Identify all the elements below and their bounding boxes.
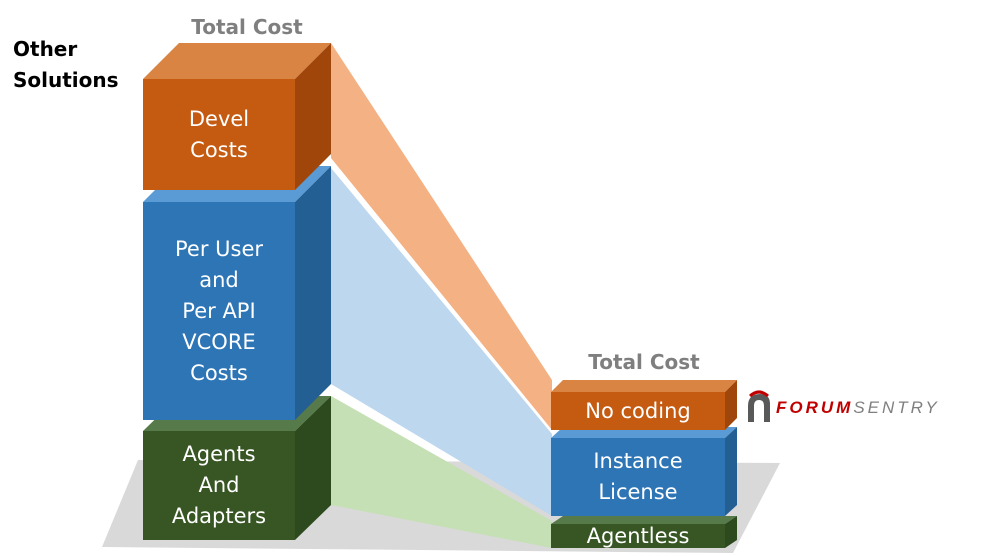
logo-forum-text: FORUM bbox=[776, 398, 854, 417]
devel-block-side bbox=[295, 43, 331, 190]
nocoding-block-side bbox=[725, 380, 737, 430]
instance-block-side bbox=[725, 427, 737, 516]
ribbon-devel-costs bbox=[331, 43, 552, 430]
license-block-front bbox=[143, 202, 295, 420]
nocoding-block-top bbox=[551, 380, 737, 392]
license-block-side bbox=[295, 166, 331, 420]
forum-sentry-logo: FORUMSENTRY bbox=[776, 398, 940, 418]
agents-adapters-label: Agents And Adapters bbox=[171, 442, 267, 528]
agentless-label: Agentless bbox=[586, 523, 690, 548]
agents-block-front bbox=[143, 431, 295, 540]
devel-block-front bbox=[143, 79, 295, 190]
left-total-cost-title: Total Cost bbox=[191, 15, 303, 39]
instance-block-front bbox=[551, 438, 725, 516]
nocoding-block-front bbox=[551, 392, 725, 430]
agents-block-side bbox=[295, 396, 331, 540]
ribbon-license-costs bbox=[331, 168, 552, 516]
agentless-block-front bbox=[551, 524, 725, 548]
other-solutions-title: Other Solutions bbox=[13, 37, 119, 92]
devel-costs-label: Devel Costs bbox=[188, 106, 250, 162]
logo-sentry-text: SENTRY bbox=[853, 398, 940, 417]
right-total-cost-title: Total Cost bbox=[588, 350, 700, 374]
no-coding-label: No coding bbox=[585, 398, 691, 423]
agentless-block-side bbox=[725, 516, 737, 548]
agentless-block-top bbox=[551, 516, 737, 524]
per-user-costs-label: Per User and Per API VCORE Costs bbox=[174, 236, 263, 385]
instance-license-label: Instance License bbox=[593, 449, 683, 504]
ribbon-adapter-costs bbox=[331, 396, 552, 548]
devel-block-top bbox=[143, 43, 331, 79]
helmet-icon bbox=[748, 390, 770, 422]
